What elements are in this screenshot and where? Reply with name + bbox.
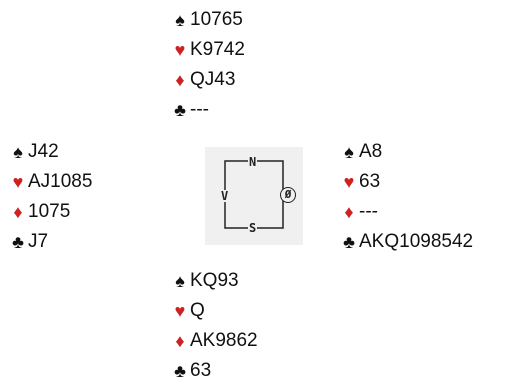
east-clubs-row: ♣ AKQ1098542 bbox=[340, 227, 473, 257]
east-clubs-cards: AKQ1098542 bbox=[359, 231, 474, 252]
compass-east-label: Ø bbox=[280, 187, 296, 203]
diamond-icon: ♦ bbox=[175, 70, 185, 90]
south-diamonds-cards: AK9862 bbox=[190, 330, 258, 351]
west-diamonds-cards: 1075 bbox=[28, 201, 71, 222]
club-icon: ♣ bbox=[174, 361, 186, 381]
north-spades-row: ♠ 10765 bbox=[171, 5, 245, 35]
diamond-icon: ♦ bbox=[175, 331, 185, 351]
heart-icon: ♥ bbox=[12, 172, 24, 192]
east-hand: ♠ A8 ♥ 63 ♦ --- ♣ AKQ1098542 bbox=[340, 137, 473, 257]
north-diamonds-cards: QJ43 bbox=[190, 69, 236, 90]
west-hand: ♠ J42 ♥ AJ1085 ♦ 1075 ♣ J7 bbox=[9, 137, 92, 257]
north-hearts-row: ♥ K9742 bbox=[171, 35, 245, 65]
club-icon: ♣ bbox=[12, 232, 24, 252]
south-hand: ♠ KQ93 ♥ Q ♦ AK9862 ♣ 63 bbox=[171, 266, 258, 386]
west-diamonds-row: ♦ 1075 bbox=[9, 197, 92, 227]
west-clubs-row: ♣ J7 bbox=[9, 227, 92, 257]
compass-north-label: N bbox=[248, 155, 258, 169]
west-hearts-row: ♥ AJ1085 bbox=[9, 167, 93, 197]
west-spades-cards: J42 bbox=[28, 141, 59, 162]
heart-icon: ♥ bbox=[174, 40, 186, 60]
diamond-icon: ♦ bbox=[344, 202, 354, 222]
club-icon: ♣ bbox=[343, 232, 355, 252]
south-spades-row: ♠ KQ93 bbox=[171, 266, 258, 296]
north-diamonds-row: ♦ QJ43 bbox=[171, 65, 245, 95]
club-icon: ♣ bbox=[174, 100, 186, 120]
east-spades-cards: A8 bbox=[359, 141, 383, 162]
east-diamonds-row: ♦ --- bbox=[340, 197, 473, 227]
spade-icon: ♠ bbox=[175, 271, 185, 291]
compass-south-label: S bbox=[248, 221, 258, 235]
east-hearts-cards: 63 bbox=[359, 171, 381, 192]
heart-icon: ♥ bbox=[174, 301, 186, 321]
north-spades-cards: 10765 bbox=[190, 9, 243, 30]
west-hearts-cards: AJ1085 bbox=[28, 171, 93, 192]
west-clubs-cards: J7 bbox=[28, 231, 49, 252]
south-clubs-row: ♣ 63 bbox=[171, 356, 258, 386]
east-diamonds-cards: --- bbox=[359, 201, 378, 222]
spade-icon: ♠ bbox=[13, 142, 23, 162]
east-spades-row: ♠ A8 bbox=[340, 137, 473, 167]
heart-icon: ♥ bbox=[343, 172, 355, 192]
diamond-icon: ♦ bbox=[13, 202, 23, 222]
west-spades-row: ♠ J42 bbox=[9, 137, 92, 167]
south-hearts-cards: Q bbox=[190, 300, 205, 321]
south-clubs-cards: 63 bbox=[190, 360, 212, 381]
north-clubs-row: ♣ --- bbox=[171, 95, 245, 125]
south-hearts-row: ♥ Q bbox=[171, 296, 258, 326]
compass-west-label: V bbox=[220, 189, 230, 203]
east-hearts-row: ♥ 63 bbox=[340, 167, 473, 197]
south-spades-cards: KQ93 bbox=[190, 270, 239, 291]
north-clubs-cards: --- bbox=[190, 99, 209, 120]
north-hand: ♠ 10765 ♥ K9742 ♦ QJ43 ♣ --- bbox=[171, 5, 245, 125]
spade-icon: ♠ bbox=[344, 142, 354, 162]
spade-icon: ♠ bbox=[175, 10, 185, 30]
south-diamonds-row: ♦ AK9862 bbox=[171, 326, 258, 356]
compass-box: N S V Ø bbox=[205, 147, 303, 245]
north-hearts-cards: K9742 bbox=[190, 39, 245, 60]
